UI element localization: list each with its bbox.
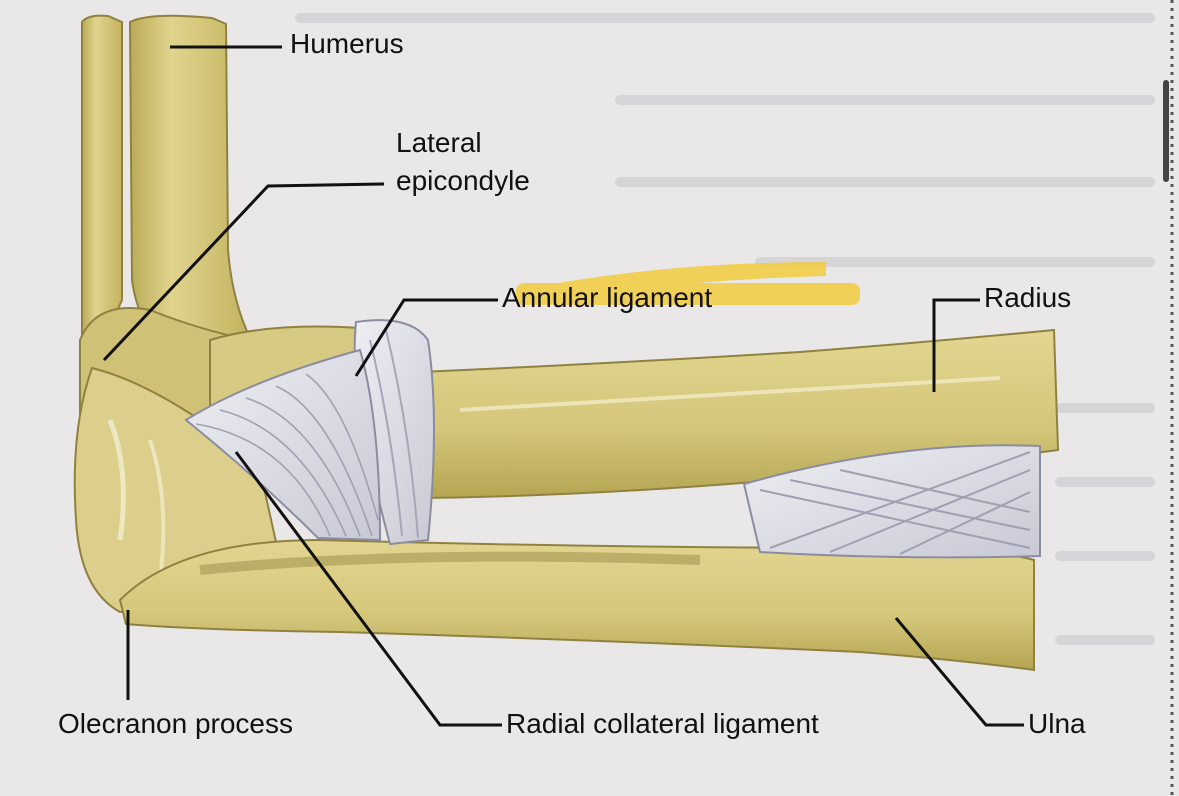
scrollbar-thumb[interactable] (1163, 80, 1169, 182)
annular-highlight-mark (516, 262, 860, 305)
leader-lines (102, 45, 1024, 727)
label-radius: Radius (984, 282, 1072, 313)
label-lateral-epicondyle-line1: Lateral (396, 127, 482, 158)
leader-ulna (894, 617, 1024, 727)
label-ulna: Ulna (1028, 708, 1086, 739)
label-olecranon-process: Olecranon process (58, 708, 294, 739)
label-annular-ligament: Annular ligament (502, 282, 713, 313)
radial-collateral-ligament-shape (184, 348, 382, 542)
ulna-bone (118, 538, 1035, 672)
label-radial-collateral-ligament: Radial collateral ligament (506, 708, 819, 739)
leader-radial-collateral (234, 451, 502, 727)
label-humerus: Humerus (290, 28, 404, 59)
label-lateral-epicondyle-line2: epicondyle (396, 165, 530, 196)
leader-lateral-epicondyle (102, 182, 385, 362)
background-text-lines (295, 13, 1155, 645)
leader-radius (932, 298, 980, 392)
leader-annular-ligament (354, 298, 498, 377)
interosseous-membrane-shape (742, 444, 1041, 559)
